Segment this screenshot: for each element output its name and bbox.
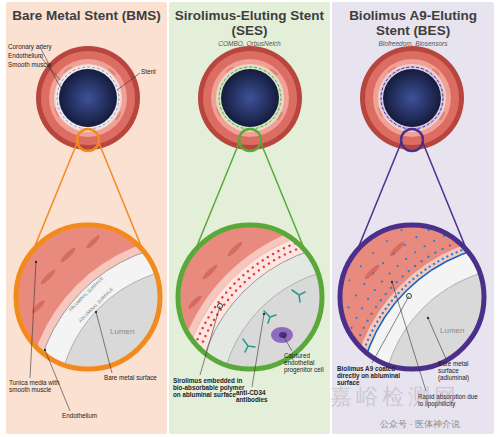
panel-title: Sirolimus-Eluting Stent (SES) [171,8,328,38]
watermark: 嘉峪检测网 [330,384,480,409]
illustration-part [239,129,261,151]
watermark: 公众号 · 医体神介说 [380,419,495,429]
illustration-part [178,225,322,369]
illustration-part [57,67,119,129]
illustration-part [391,281,429,319]
anatomy-label: Endothelium [8,52,58,59]
illustration-part [243,339,255,352]
illustration-part [48,65,62,90]
illustration-part [35,261,97,351]
callout-label: Endothelium [62,412,117,419]
callout-label: Bare metal surface [104,374,159,381]
illustration-part [401,129,423,151]
illustration-part [198,46,302,150]
illustration-part [292,290,305,302]
illustration-part [360,46,464,150]
panel-title: Biolimus A9-Eluting Stent (BES) [334,8,492,38]
illustration-part [44,349,46,351]
illustration-part [363,263,381,281]
illustration-part [117,73,140,90]
lumen-label: Lumen [440,326,470,335]
illustration-part [372,296,409,363]
surface-label: ABLUMINAL SURFACE [68,276,105,313]
illustration-part [427,317,429,319]
illustration-part [219,67,281,129]
illustration-part [36,46,140,150]
illustration-part [218,304,223,309]
part-label: Stent [141,68,166,75]
illustration-part [39,268,57,286]
illustration-part [283,336,285,338]
illustration-part [279,332,287,338]
illustration-part [263,313,265,315]
illustration-part [85,234,101,250]
illustration-part [30,299,46,315]
anatomy-label: Coronary artery [8,43,58,50]
lumen-label: Lumen [110,327,140,336]
callout-label: Captured endothelial progenitor cell [284,352,328,374]
illustration-part [218,304,223,309]
illustration-part [381,67,443,129]
illustration-part [263,313,285,338]
illustration-part [391,281,393,283]
illustration-part [407,294,412,299]
anatomy-label: Smooth muscle [8,61,58,68]
illustration-part [57,67,119,129]
illustration-part [16,225,160,369]
illustration-part [407,294,412,299]
illustration-part [35,261,37,263]
callout-label: Bare metal surface (adluminal) [438,360,490,382]
illustration-part [95,311,97,313]
illustration-part [284,337,292,351]
illustration-part [96,312,112,373]
illustration-part [77,129,99,151]
callout-label: anti-CD34 antibodies [236,389,288,403]
illustration-part [264,311,276,323]
illustration-part [243,290,305,352]
panel-title: Bare Metal Stent (BMS) [8,8,165,23]
callout-label: Biolimus A9 coated directly on abluminal… [337,365,409,387]
illustration-part [201,263,219,281]
illustration-part [219,67,281,129]
callout-label: Tunica media with smooth muscle [9,379,71,393]
illustration-part [340,225,484,369]
illustration-part [388,240,406,258]
illustration-part [428,318,446,359]
illustration-part [381,67,443,129]
illustration-part [59,246,77,264]
illustration-part [226,240,244,258]
illustration-part [271,327,293,343]
